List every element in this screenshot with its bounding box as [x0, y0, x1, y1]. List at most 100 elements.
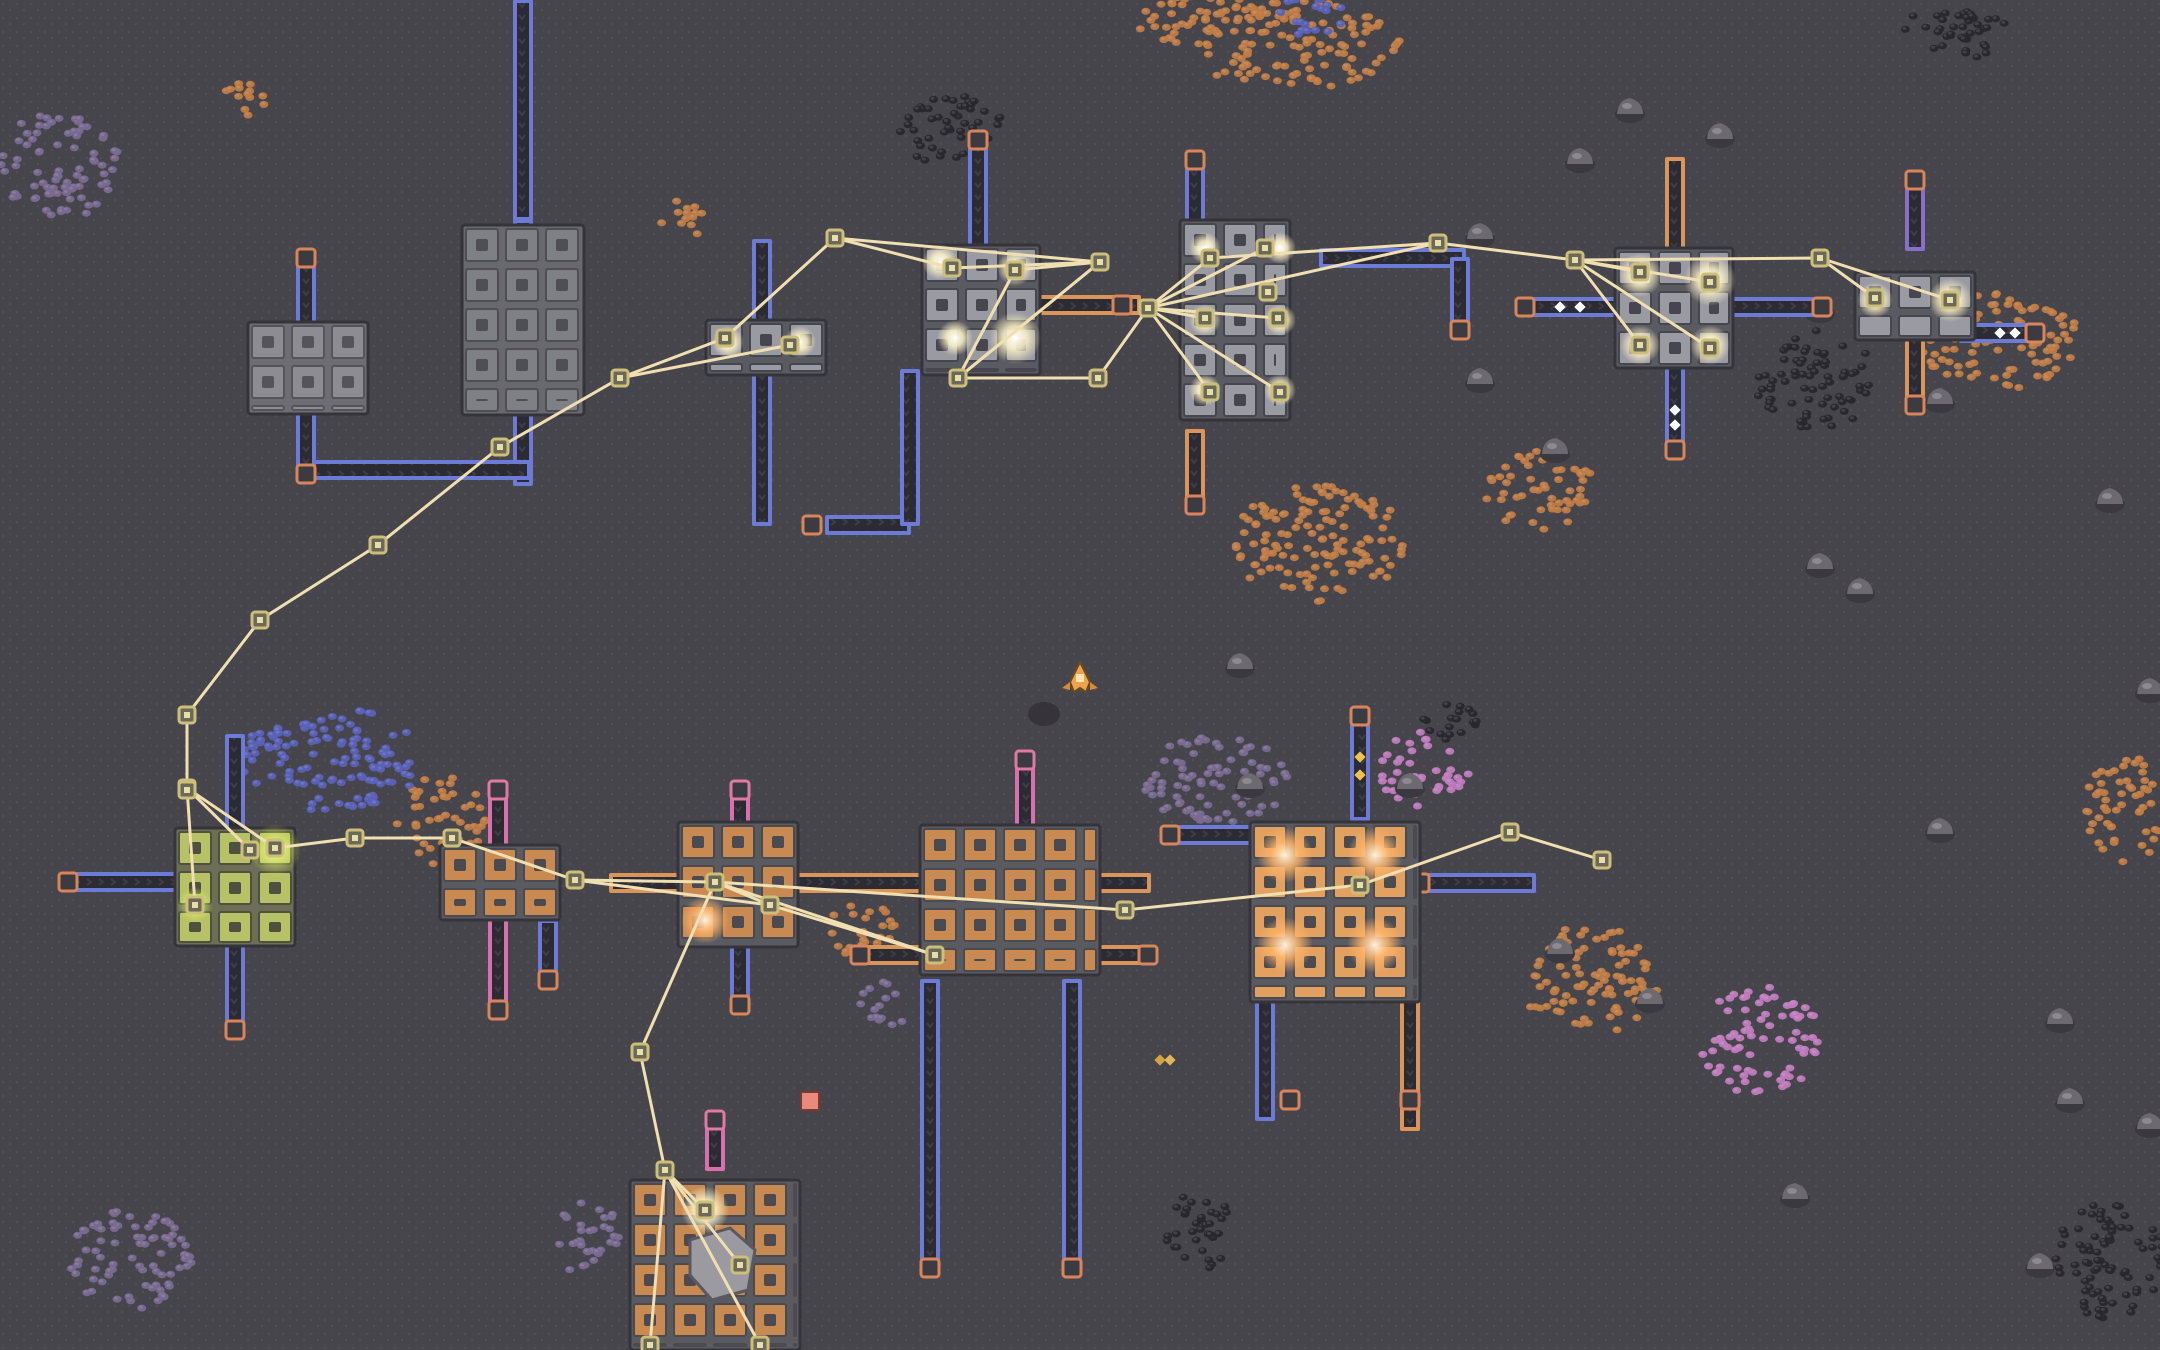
power-node[interactable]	[1090, 252, 1110, 272]
power-node[interactable]	[1350, 875, 1370, 895]
conveyor-end[interactable]	[295, 463, 317, 485]
power-node[interactable]	[1088, 368, 1108, 388]
conveyor-end[interactable]	[1449, 319, 1471, 341]
power-node[interactable]	[1630, 262, 1650, 282]
conveyor-end[interactable]	[1811, 296, 1833, 318]
power-node[interactable]	[250, 610, 270, 630]
conveyor-end[interactable]	[1904, 169, 1926, 191]
conveyor[interactable]	[59, 872, 181, 892]
conveyor-end[interactable]	[704, 1109, 726, 1131]
conveyor[interactable]	[705, 1119, 725, 1171]
conveyor[interactable]	[730, 939, 750, 1006]
conveyor-end[interactable]	[295, 247, 317, 269]
power-node[interactable]	[1428, 233, 1448, 253]
power-node[interactable]	[640, 1335, 660, 1350]
power-node[interactable]	[240, 840, 260, 860]
power-node[interactable]	[1270, 382, 1290, 402]
smelter[interactable]	[438, 843, 562, 922]
power-node[interactable]	[1865, 288, 1885, 308]
power-node[interactable]	[565, 870, 585, 890]
power-node[interactable]	[1810, 248, 1830, 268]
drill[interactable]	[246, 320, 370, 416]
power-node[interactable]	[1700, 272, 1720, 292]
conveyor[interactable]	[1419, 873, 1536, 893]
conveyor-end[interactable]	[1159, 824, 1181, 846]
power-node[interactable]	[1592, 850, 1612, 870]
power-node[interactable]	[730, 1255, 750, 1275]
conveyor[interactable]	[1015, 759, 1035, 831]
power-node[interactable]	[948, 368, 968, 388]
conveyor[interactable]	[1450, 257, 1470, 331]
conveyor-end[interactable]	[729, 779, 751, 801]
power-node[interactable]	[1258, 282, 1278, 302]
power-node[interactable]	[715, 328, 735, 348]
power-node[interactable]	[1200, 248, 1220, 268]
power-node[interactable]	[177, 705, 197, 725]
power-node[interactable]	[1268, 308, 1288, 328]
power-node[interactable]	[695, 1200, 715, 1220]
conveyor[interactable]	[513, 0, 533, 221]
power-node[interactable]	[1138, 298, 1158, 318]
conveyor-end[interactable]	[1061, 1257, 1083, 1279]
power-node[interactable]	[265, 838, 285, 858]
conveyor-end[interactable]	[1399, 1089, 1421, 1111]
conveyor[interactable]	[900, 369, 920, 526]
conveyor[interactable]	[825, 515, 911, 535]
conveyor[interactable]	[1185, 429, 1205, 506]
power-node[interactable]	[490, 437, 510, 457]
conveyor[interactable]	[1255, 999, 1275, 1121]
power-node[interactable]	[1940, 290, 1960, 310]
power-node[interactable]	[1630, 335, 1650, 355]
conveyor-end[interactable]	[487, 999, 509, 1021]
conveyor-end[interactable]	[1111, 294, 1133, 316]
power-node[interactable]	[345, 828, 365, 848]
conveyor-end[interactable]	[849, 944, 871, 966]
conveyor[interactable]	[920, 979, 940, 1271]
conveyor-end[interactable]	[1664, 439, 1686, 461]
power-node[interactable]	[1200, 382, 1220, 402]
power-node[interactable]	[1700, 338, 1720, 358]
conveyor-end[interactable]	[224, 1019, 246, 1041]
power-node[interactable]	[1565, 250, 1585, 270]
conveyor-end[interactable]	[1184, 149, 1206, 171]
conveyor-end[interactable]	[487, 779, 509, 801]
conveyor-end[interactable]	[967, 129, 989, 151]
conveyor-end[interactable]	[1014, 749, 1036, 771]
power-node[interactable]	[760, 895, 780, 915]
smelter[interactable]	[918, 823, 1102, 977]
conveyor-end[interactable]	[2024, 322, 2046, 344]
conveyor-end[interactable]	[919, 1257, 941, 1279]
conveyor[interactable]	[1062, 979, 1082, 1271]
conveyor-end[interactable]	[1279, 1089, 1301, 1111]
power-node[interactable]	[780, 335, 800, 355]
power-node[interactable]	[925, 945, 945, 965]
conveyor-end[interactable]	[1349, 705, 1371, 727]
power-node[interactable]	[655, 1160, 675, 1180]
power-node[interactable]	[1500, 822, 1520, 842]
conveyor-end[interactable]	[57, 871, 79, 893]
conveyor[interactable]	[305, 460, 531, 480]
conveyor[interactable]	[1400, 999, 1420, 1131]
power-node[interactable]	[942, 258, 962, 278]
power-node[interactable]	[630, 1042, 650, 1062]
player-ship-icon[interactable]	[1028, 659, 1098, 726]
conveyor[interactable]	[538, 919, 558, 981]
conveyor-end[interactable]	[729, 994, 751, 1016]
power-node[interactable]	[750, 1335, 770, 1350]
conveyor-end[interactable]	[537, 969, 559, 991]
power-node[interactable]	[1115, 900, 1135, 920]
item-source[interactable]	[800, 1091, 820, 1111]
power-node[interactable]	[1195, 308, 1215, 328]
power-node[interactable]	[610, 368, 630, 388]
power-node[interactable]	[705, 872, 725, 892]
conveyor[interactable]	[1665, 157, 1685, 251]
conveyor-end[interactable]	[801, 514, 823, 536]
conveyor[interactable]	[1169, 825, 1256, 845]
power-node[interactable]	[1255, 238, 1275, 258]
conveyor[interactable]	[1905, 179, 1925, 251]
power-node[interactable]	[368, 535, 388, 555]
conveyor-end[interactable]	[1514, 296, 1536, 318]
conveyor-end[interactable]	[1184, 494, 1206, 516]
